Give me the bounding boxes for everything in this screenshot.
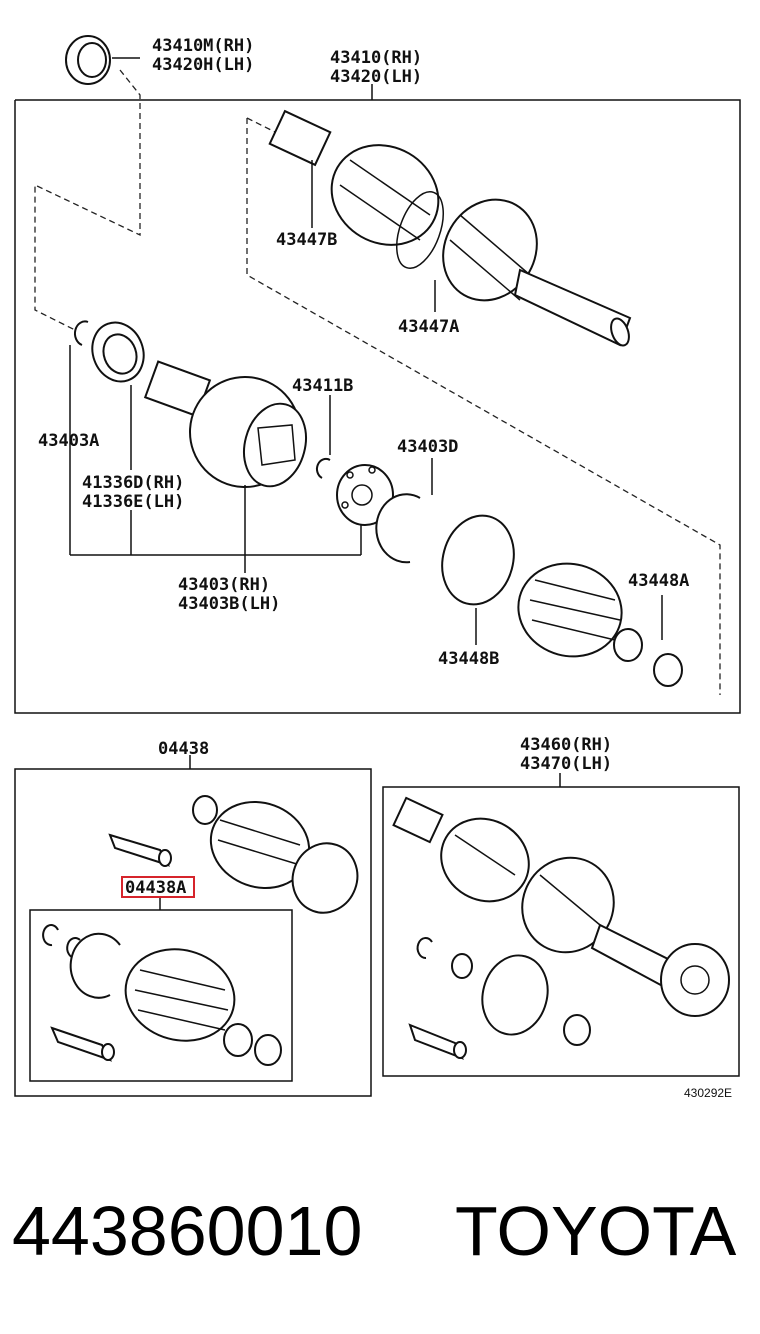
outboard-joint-housing — [143, 360, 307, 488]
inner-race — [336, 464, 394, 526]
drive-shaft — [268, 109, 632, 347]
label-43403D: 43403D — [397, 437, 458, 457]
label-43448B: 43448B — [438, 649, 499, 669]
drive-shaft-assembly-section: 43410M(RH) 43420H(LH) 43410(RH) 43420(LH… — [14, 35, 741, 714]
highlight-box — [121, 876, 195, 898]
label-43447B: 43447B — [276, 230, 337, 250]
label-43411B: 43411B — [292, 376, 353, 396]
label-41336E: 41336E(LH) — [82, 492, 184, 512]
kit-boot-main — [124, 948, 253, 1057]
grease-tube — [108, 833, 172, 867]
label-43420H: 43420H(LH) — [152, 55, 254, 75]
label-04438: 04438 — [158, 739, 209, 759]
part-number: 443860010 — [12, 1192, 362, 1270]
label-43403A: 43403A — [38, 431, 99, 451]
label-43410: 43410(RH) — [330, 48, 422, 68]
label-43448A: 43448A — [628, 571, 689, 591]
label-04438A: 04438A — [125, 878, 186, 898]
label-43447A: 43447A — [398, 317, 459, 337]
boot-kit-section: 04438 04438A — [14, 739, 372, 1097]
brand-name: TOYOTA — [455, 1192, 737, 1270]
diagram-reference-code: 430292E — [684, 1086, 732, 1100]
label-41336D: 41336D(RH) — [82, 473, 184, 493]
kit-boot — [192, 795, 359, 914]
boot-seal — [91, 321, 145, 383]
label-43460: 43460(RH) — [520, 735, 612, 755]
label-43403B: 43403B(LH) — [178, 594, 280, 614]
cv-boot — [517, 562, 643, 662]
label-43403: 43403(RH) — [178, 575, 270, 595]
dust-seal — [65, 35, 140, 85]
complete-drive-shaft — [392, 796, 730, 1017]
drive-shaft-complete-section: 43460(RH) 43470(LH) — [382, 735, 740, 1077]
label-43470: 43470(LH) — [520, 754, 612, 774]
label-43420: 43420(LH) — [330, 67, 422, 87]
label-43410M: 43410M(RH) — [152, 36, 254, 56]
